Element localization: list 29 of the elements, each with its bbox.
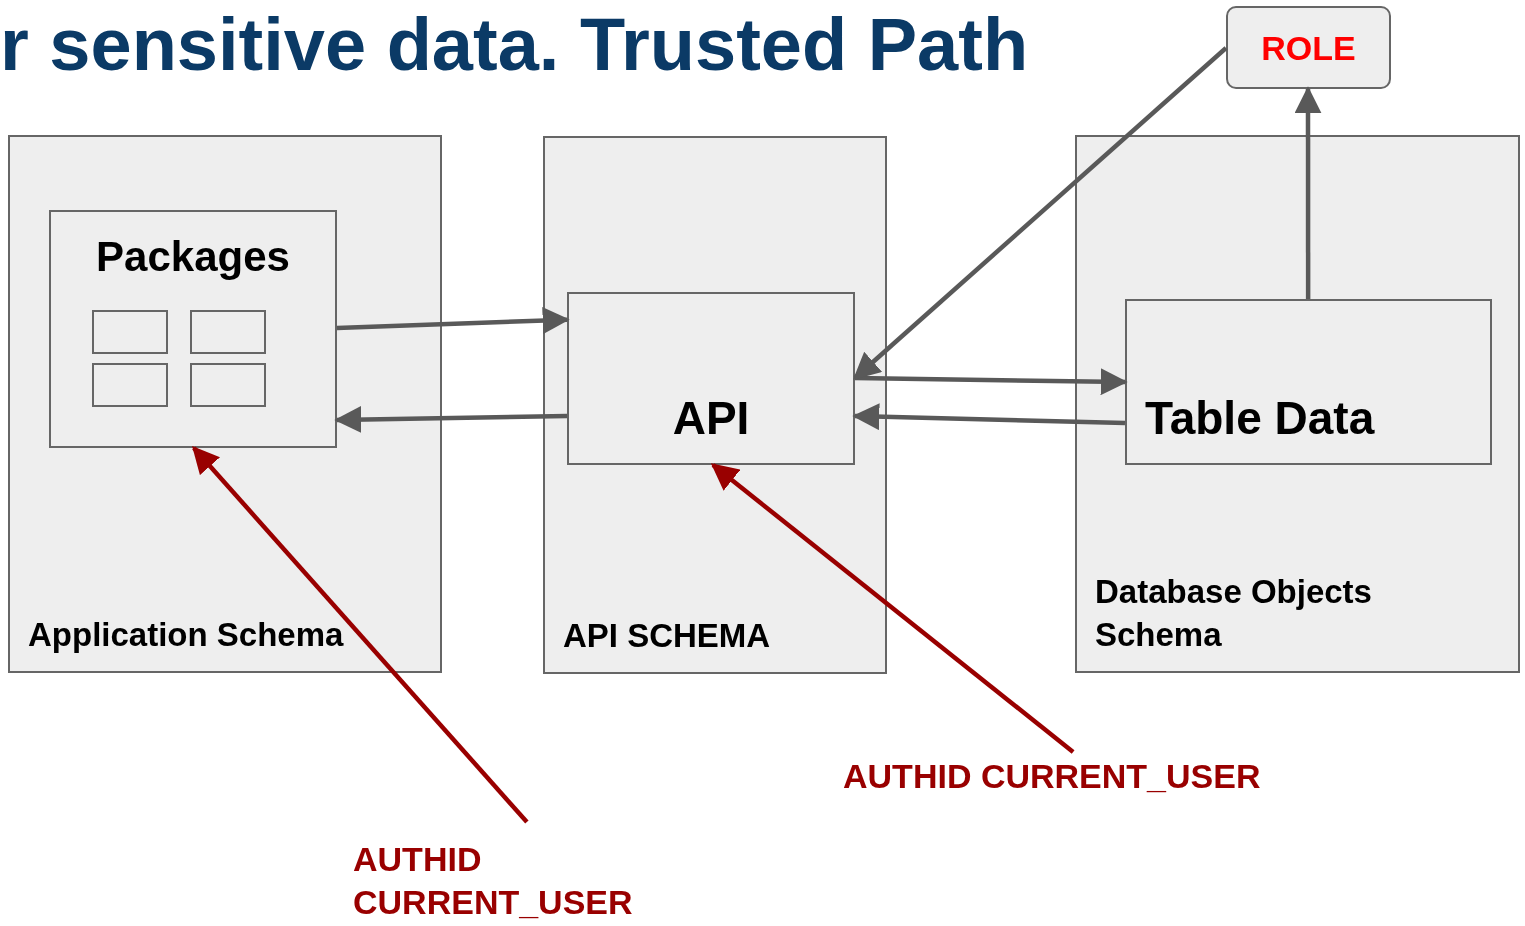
- heading: r sensitive data. Trusted Path: [0, 8, 1029, 82]
- node-label: API SCHEMA: [563, 616, 771, 657]
- package-box: [190, 310, 266, 354]
- arrow: [336, 307, 570, 335]
- arrow: [710, 463, 1075, 754]
- node-label: Database Objects Schema: [1095, 572, 1373, 656]
- node-label: Application Schema: [28, 615, 344, 656]
- node-label: API: [671, 391, 751, 446]
- node-label: Packages: [95, 232, 291, 282]
- schema-panel: [543, 136, 887, 674]
- package-box: [92, 310, 168, 354]
- arrow: [1294, 86, 1322, 299]
- component-box: [49, 210, 337, 448]
- schema-panel: [1075, 135, 1520, 673]
- arrow: [853, 46, 1228, 380]
- arrow: [334, 406, 568, 433]
- component-box: [567, 292, 855, 465]
- schema-panel: [8, 135, 442, 673]
- component-box: [1125, 299, 1492, 465]
- annotation-text: AUTHID CURRENT_USER: [843, 756, 1261, 797]
- package-box: [92, 363, 168, 407]
- role-box: [1226, 6, 1391, 89]
- node-label: Table Data: [1145, 391, 1375, 446]
- arrow: [854, 368, 1128, 396]
- annotation-text: AUTHID CURRENT_USER: [353, 839, 634, 923]
- arrow: [852, 403, 1126, 431]
- package-box: [190, 363, 266, 407]
- arrow: [192, 446, 529, 824]
- node-label: ROLE: [1260, 28, 1357, 69]
